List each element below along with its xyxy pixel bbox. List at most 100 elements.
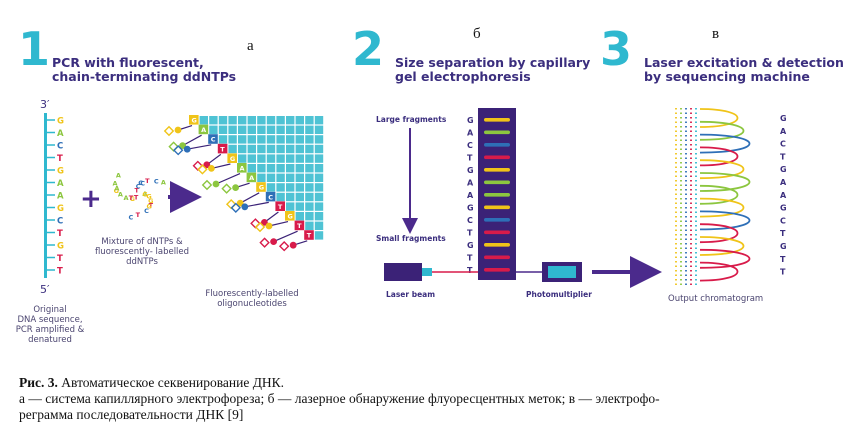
grid-cell <box>314 192 324 202</box>
grid-cell <box>266 183 276 192</box>
strand-base-T: T <box>57 154 63 164</box>
fluorophore-ring <box>254 221 266 233</box>
grid-cell <box>266 164 276 173</box>
panel-1-letter: а <box>247 38 254 54</box>
chromatogram-letter: G <box>780 114 787 123</box>
cloud-base-T: T <box>136 211 141 219</box>
photomultiplier-window <box>548 266 576 278</box>
grid-cell <box>276 144 285 154</box>
grid-cell <box>305 144 314 154</box>
molecule-link <box>187 144 212 150</box>
gel-letter: C <box>467 141 473 150</box>
step-number-2: 2 <box>352 22 385 76</box>
chromatogram-letter: C <box>780 216 786 225</box>
cloud-base-G: G <box>130 195 135 203</box>
fluorophore-dot <box>261 219 268 226</box>
terminal-letter: C <box>211 136 216 144</box>
grid-cell <box>266 173 276 182</box>
grid-cell <box>238 125 247 134</box>
cloud-base-G: G <box>147 202 152 210</box>
terminal-letter: A <box>249 174 254 182</box>
terminal-label-G <box>227 153 237 163</box>
grid-cell <box>305 154 314 163</box>
terminal-label-G <box>285 211 295 221</box>
terminal-label-A <box>246 172 257 183</box>
strand-base-C: C <box>57 217 63 227</box>
step-number-3: 3 <box>600 22 633 76</box>
plus-sign: + <box>80 184 102 214</box>
grid-cell <box>295 116 304 125</box>
gel-band-A <box>484 130 510 135</box>
gel-band-T <box>484 255 510 260</box>
figure-caption: Рис. 3. Автоматическое секвенирование ДН… <box>19 375 839 423</box>
gel-band-G <box>484 243 510 247</box>
grid-cell <box>228 125 237 134</box>
grid-cell <box>276 116 285 125</box>
strand-base-G: G <box>57 167 64 177</box>
grid-cell <box>305 116 314 125</box>
fluorophore-dot <box>212 180 220 188</box>
gel-letter: G <box>467 241 474 250</box>
terminal-letter: C <box>268 193 273 201</box>
grid-cell <box>228 144 237 154</box>
grid-cell <box>295 183 304 192</box>
grid-cell <box>247 154 256 163</box>
grid-cell <box>305 173 314 182</box>
terminal-label-G <box>256 182 266 192</box>
small-fragments-label: Small fragments <box>376 234 446 243</box>
photomultiplier-label: Photomultiplier <box>526 290 592 299</box>
grid-cell <box>209 125 218 134</box>
chromatogram-peak-G <box>699 159 745 180</box>
grid-cell <box>314 173 324 182</box>
chromatogram-letter: T <box>780 229 786 238</box>
caption-line1: Рис. 3. Автоматическое секвенирование ДН… <box>19 375 839 391</box>
chromatogram-letter: T <box>780 268 786 277</box>
dna-strand-backbone <box>44 113 47 278</box>
grid-cell <box>314 125 324 134</box>
grid-cell <box>295 125 304 134</box>
grid-cell <box>266 116 276 125</box>
molecule-link <box>215 173 241 185</box>
chromatogram-peak-T <box>699 261 739 282</box>
gel-band-T <box>484 268 510 272</box>
molecule-link <box>182 134 202 147</box>
panel-2-title-line2: gel electrophoresis <box>395 69 531 84</box>
cloud-base-G: G <box>114 187 119 195</box>
grid-cell <box>276 183 285 192</box>
grid-cell <box>247 135 256 144</box>
gel-letter: G <box>467 116 474 125</box>
panel-1-title-line1: PCR with fluorescent, <box>52 55 204 70</box>
chromatogram-peak-A <box>699 120 745 141</box>
strand-3prime-label: 3′ <box>40 98 50 111</box>
strand-base-A: A <box>57 129 64 139</box>
terminal-letter: G <box>288 213 293 221</box>
oligo-caption-line2: oligonucleotides <box>217 299 287 309</box>
grid-cell <box>305 164 314 173</box>
gel-band-G <box>484 168 510 172</box>
strand-caption-line1: Original <box>33 305 67 315</box>
terminal-label-A <box>198 124 209 135</box>
cloud-base-T: T <box>129 194 134 202</box>
strand-base-G: G <box>57 242 64 252</box>
chromatogram-letter: A <box>780 191 787 200</box>
grid-cell <box>286 154 295 163</box>
panel-3-title-line2: by sequencing machine <box>644 69 810 84</box>
strand-caption: Original DNA sequence, PCR amplified & d… <box>6 305 94 345</box>
fluorophore-dot <box>241 203 249 211</box>
fluorophore-dot <box>232 184 240 192</box>
grid-cell <box>266 135 276 144</box>
cloud-base-C: C <box>136 183 141 191</box>
chromatogram-peaks <box>699 108 751 282</box>
molecule-link <box>244 201 269 208</box>
grid-cell <box>295 173 304 182</box>
terminal-label-G <box>189 115 199 125</box>
grid-cell <box>295 192 304 202</box>
fluorophore-ring <box>221 183 232 194</box>
grid-cell <box>314 144 324 154</box>
grid-cell <box>295 144 304 154</box>
terminal-label-C <box>265 191 276 202</box>
grid-cell <box>295 164 304 173</box>
grid-cell <box>257 135 266 144</box>
